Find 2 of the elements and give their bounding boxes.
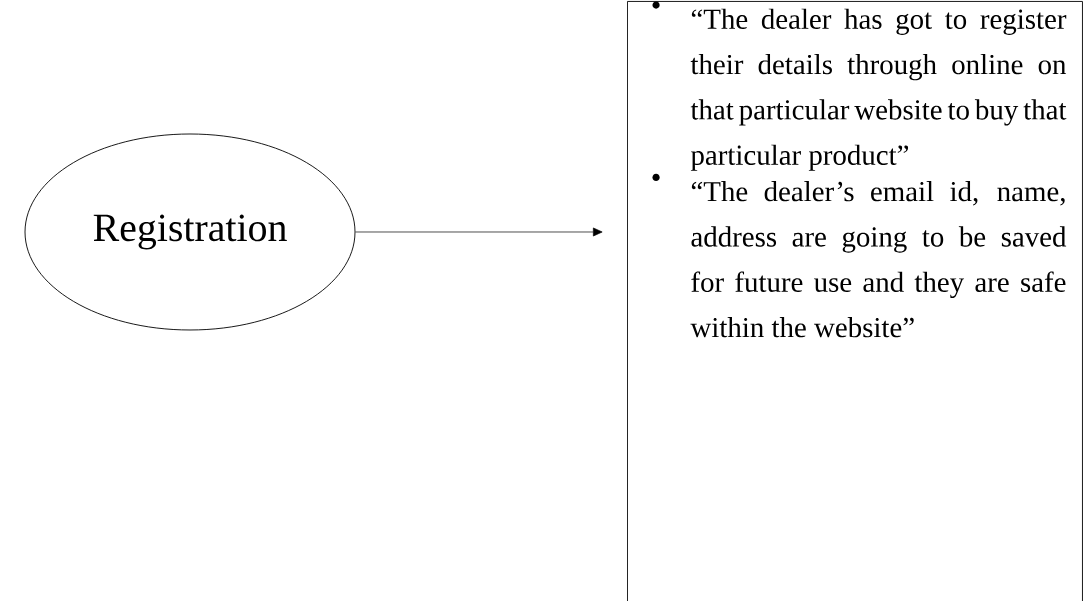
text-box: “The dealer has got to register their details through online on that particular website to buy that particular product” “The dealer’s email id, name, address are going to be saved for future use and they are safe within the website” [627, 1, 1083, 601]
arrow [355, 227, 603, 237]
